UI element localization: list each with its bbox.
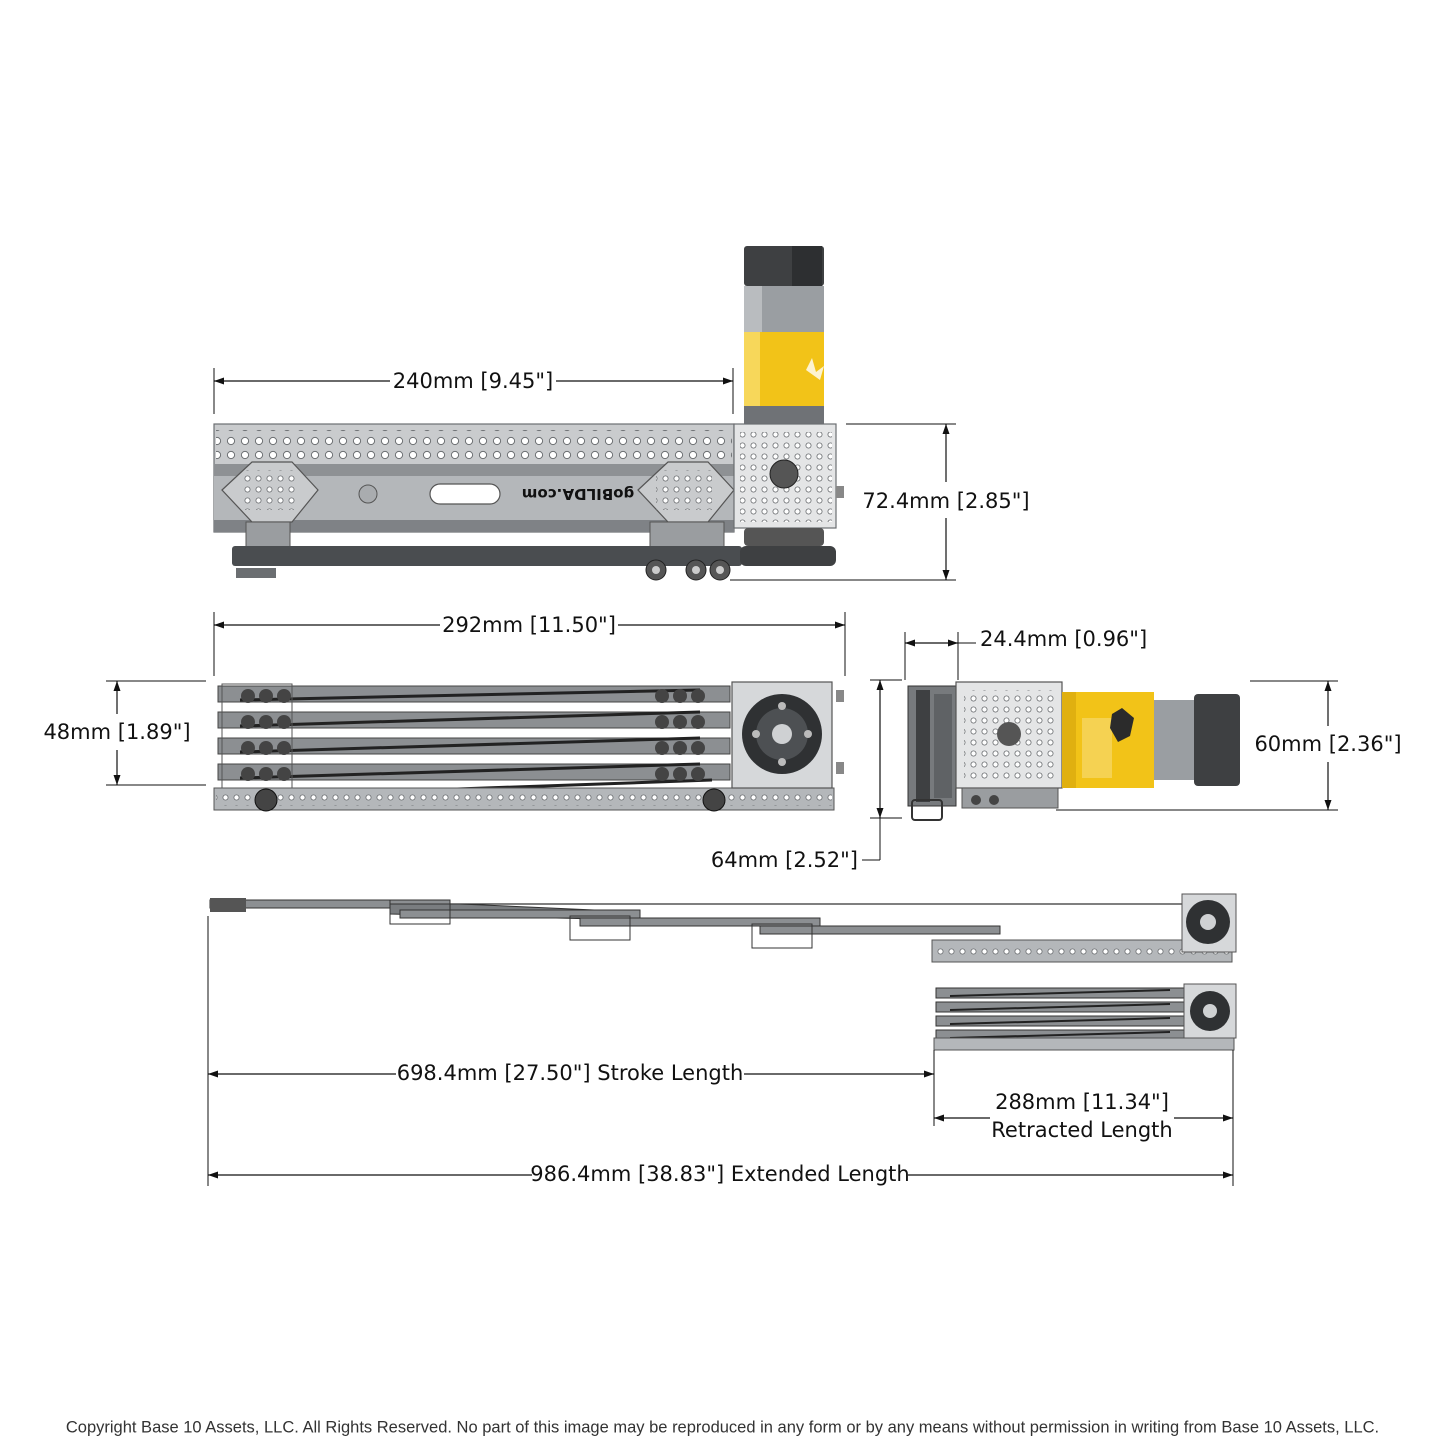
dim-top-height: 72.4mm [2.85"] <box>730 423 1030 581</box>
extended-assembly <box>209 893 1237 963</box>
end-motor-can <box>1154 700 1194 780</box>
gobilda-logo-text: goBILDA.com <box>522 485 634 503</box>
dim-top-width: 240mm [9.45"] <box>213 368 734 414</box>
dim-middle-height: 48mm [1.89"] <box>43 680 206 786</box>
pulleys-left <box>221 683 293 789</box>
dim-middle-height-label: 48mm [1.89"] <box>43 720 190 744</box>
idler-wheels <box>645 559 731 581</box>
dim-stroke: 698.4mm [27.50"] Stroke Length <box>207 916 1234 1186</box>
dim-extended-label: 986.4mm [38.83"] Extended Length <box>530 1162 909 1186</box>
slide-stack <box>217 685 731 798</box>
side-view-assembly <box>213 681 844 812</box>
dim-middle-length-label: 292mm [11.50"] <box>442 613 616 637</box>
dim-retracted: 288mm [11.34"] Retracted Length <box>934 1090 1233 1142</box>
dim-extended: 986.4mm [38.83"] Extended Length <box>208 1162 1233 1186</box>
bee-logo-icon <box>1110 708 1134 742</box>
belt-rail <box>232 546 742 566</box>
dim-end-overall-label: 64mm [2.52"] <box>711 848 858 872</box>
end-motor-cap <box>1194 694 1240 786</box>
dim-top-width-label: 240mm [9.45"] <box>393 369 553 393</box>
bracket-right <box>637 461 735 549</box>
dim-end-height: 60mm [2.36"] <box>1056 680 1402 811</box>
dim-end-width-label: 24.4mm [0.96"] <box>980 627 1147 651</box>
end-motor <box>1062 692 1240 788</box>
dim-end-height-label: 60mm [2.36"] <box>1254 732 1401 756</box>
dim-retracted-label: Retracted Length <box>991 1118 1172 1142</box>
retracted-assembly <box>933 983 1237 1051</box>
dim-end-width: 24.4mm [0.96"] <box>904 627 1147 680</box>
motor-logo-icon <box>806 358 824 380</box>
dim-end-overall: 64mm [2.52"] <box>711 679 902 872</box>
end-motor-gearbox <box>1062 692 1154 788</box>
top-view-assembly: goBILDA.com <box>213 246 844 581</box>
pulleys-right <box>655 689 705 781</box>
dim-top-height-label: 72.4mm [2.85"] <box>862 489 1029 513</box>
motor <box>744 246 824 424</box>
copyright-footer: Copyright Base 10 Assets, LLC. All Right… <box>65 1418 1380 1437</box>
bracket-left <box>221 461 319 549</box>
dim-retracted-value: 288mm [11.34"] <box>995 1090 1169 1114</box>
dim-stroke-label: 698.4mm [27.50"] Stroke Length <box>397 1061 744 1085</box>
end-view-assembly <box>907 681 1240 821</box>
dim-middle-length: 292mm [11.50"] <box>213 612 846 676</box>
